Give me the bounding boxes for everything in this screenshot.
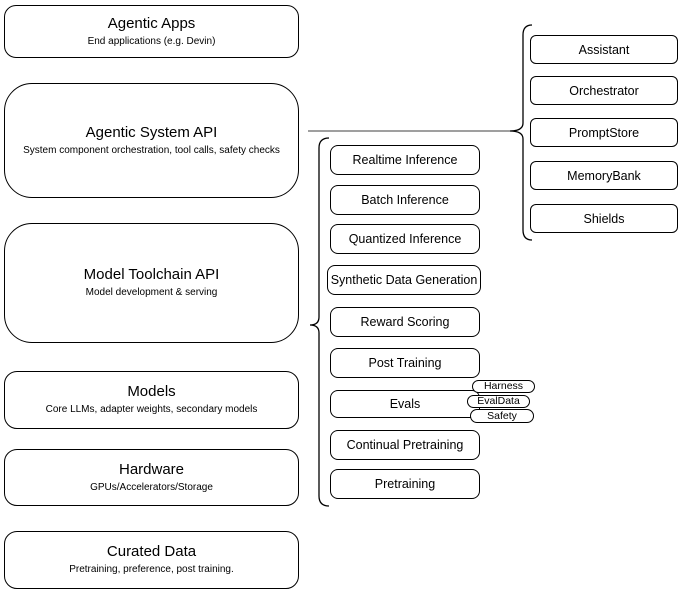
box-title: Model Toolchain API	[83, 266, 220, 283]
evals-tag-safety: Safety	[470, 409, 534, 423]
box-hardware: Hardware GPUs/Accelerators/Storage	[4, 449, 299, 506]
box-subtitle: Core LLMs, adapter weights, secondary mo…	[45, 404, 258, 415]
component-promptstore: PromptStore	[530, 118, 678, 147]
toolchain-item-quantized-inference: Quantized Inference	[330, 224, 480, 254]
box-subtitle: GPUs/Accelerators/Storage	[90, 481, 213, 493]
toolchain-item-post-training: Post Training	[330, 348, 480, 378]
toolchain-item-evals: Evals	[330, 390, 480, 418]
box-curated-data: Curated Data Pretraining, preference, po…	[4, 531, 299, 589]
box-models: Models Core LLMs, adapter weights, secon…	[4, 371, 299, 429]
component-orchestrator: Orchestrator	[530, 76, 678, 105]
toolchain-item-realtime-inference: Realtime Inference	[330, 145, 480, 175]
system-components-brace	[509, 24, 533, 241]
box-title: Agentic Apps	[107, 14, 196, 32]
component-assistant: Assistant	[530, 35, 678, 64]
toolchain-item-continual-pretraining: Continual Pretraining	[330, 430, 480, 460]
box-subtitle: Pretraining, preference, post training.	[69, 564, 234, 575]
component-shields: Shields	[530, 204, 678, 233]
toolchain-item-reward-scoring: Reward Scoring	[330, 307, 480, 337]
box-subtitle: End applications (e.g. Devin)	[87, 35, 216, 47]
evals-tag-harness: Harness	[472, 380, 535, 393]
box-subtitle: Model development & serving	[85, 287, 218, 298]
box-model-toolchain-api: Model Toolchain API Model development & …	[4, 223, 299, 343]
box-title: Models	[127, 383, 176, 400]
toolchain-item-pretraining: Pretraining	[330, 469, 480, 499]
box-title: Hardware	[118, 460, 185, 478]
box-title: Curated Data	[106, 543, 197, 560]
box-subtitle: System component orchestration, tool cal…	[23, 144, 280, 156]
box-title: Agentic System API	[85, 123, 218, 141]
box-agentic-system-api: Agentic System API System component orch…	[4, 83, 299, 198]
toolchain-item-batch-inference: Batch Inference	[330, 185, 480, 215]
evals-tag-evaldata: EvalData	[467, 395, 530, 408]
toolchain-item-synthetic-data-generation: Synthetic Data Generation	[327, 265, 481, 295]
box-agentic-apps: Agentic Apps End applications (e.g. Devi…	[4, 5, 299, 58]
toolchain-brace	[309, 137, 330, 507]
component-memorybank: MemoryBank	[530, 161, 678, 190]
